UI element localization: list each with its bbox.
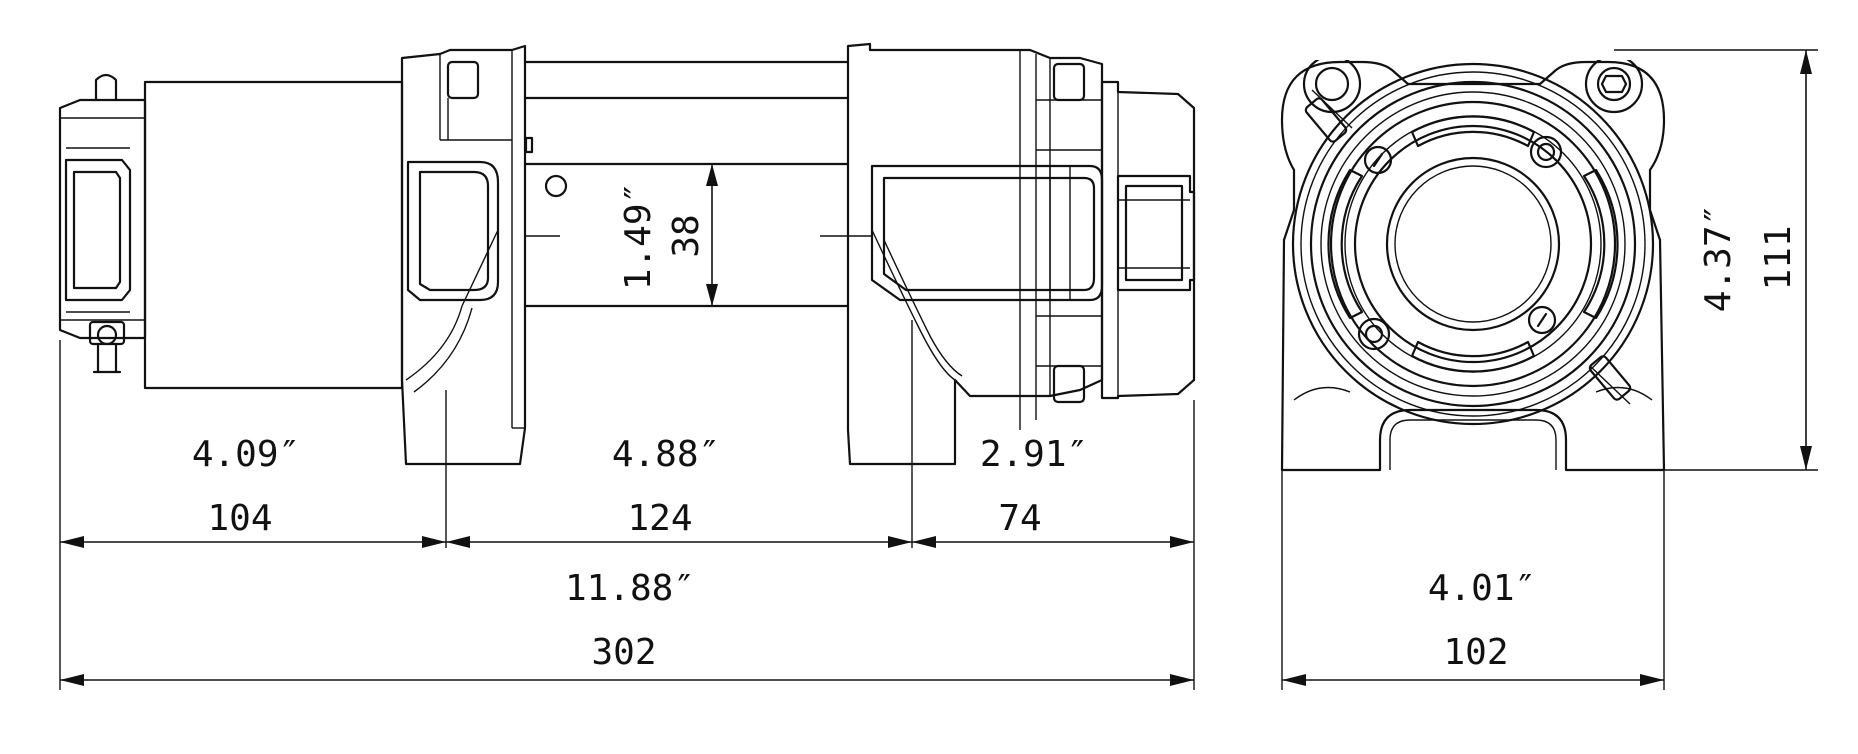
end-width-mm-label: 102 bbox=[1443, 632, 1508, 673]
winch-side-view bbox=[58, 42, 1196, 466]
drum-length-mm-label: 124 bbox=[627, 498, 692, 539]
drum-diameter-dimension: 1.49″ 38 bbox=[618, 164, 718, 306]
left-drum-support bbox=[400, 44, 527, 466]
overall-length-inch-label: 11.88″ bbox=[565, 568, 695, 609]
gearbox-length-mm-label: 74 bbox=[998, 498, 1041, 539]
motor bbox=[58, 73, 404, 390]
motor-length-inch-label: 4.09″ bbox=[192, 434, 300, 475]
end-cap bbox=[1100, 80, 1196, 400]
drum-length-inch-label: 4.88″ bbox=[612, 434, 720, 475]
drum-diameter-mm-label: 38 bbox=[666, 214, 707, 257]
motor-length-mm-label: 104 bbox=[207, 498, 272, 539]
end-width-inch-label: 4.01″ bbox=[1428, 568, 1536, 609]
gearbox bbox=[846, 42, 1104, 466]
overall-length-mm-label: 302 bbox=[591, 632, 656, 673]
drum-diameter-inch-label: 1.49″ bbox=[618, 182, 659, 290]
winch-end-view bbox=[1280, 60, 1666, 472]
end-height-inch-label: 4.37″ bbox=[1698, 204, 1739, 312]
drum bbox=[523, 60, 850, 308]
end-height-mm-label: 111 bbox=[1758, 225, 1799, 290]
side-view-dimensions: 4.09″ 104 4.88″ 124 2.91″ 74 11.88″ 302 bbox=[59, 320, 1195, 690]
end-view-dimensions: 4.01″ 102 4.37″ 111 bbox=[1281, 49, 1818, 690]
gearbox-length-inch-label: 2.91″ bbox=[980, 434, 1088, 475]
